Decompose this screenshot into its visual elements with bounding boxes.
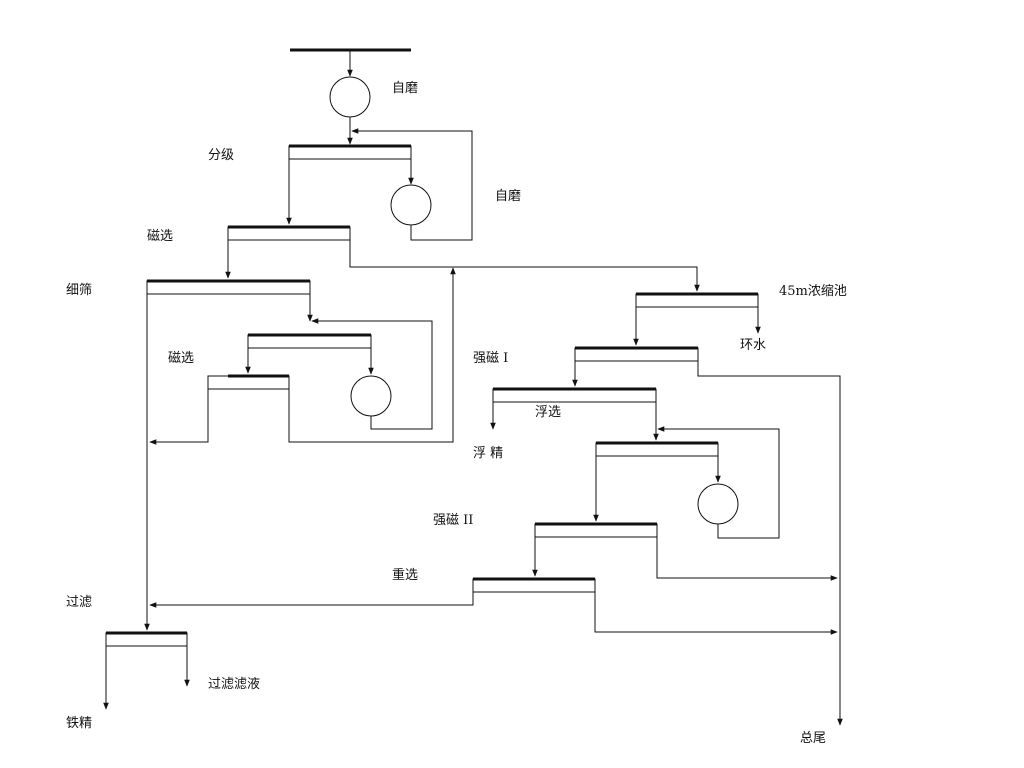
thickener-unit xyxy=(635,292,759,308)
gravity-unit xyxy=(472,577,596,593)
mill-4-recycle-line xyxy=(657,426,780,539)
label-flotation: 浮选 xyxy=(535,405,561,420)
classifier-3-unit xyxy=(595,441,719,457)
flotation-unit xyxy=(492,387,657,403)
mag-separator-1-unit xyxy=(227,225,351,241)
fine-screen-unit xyxy=(146,279,311,295)
label-total-tail: 总尾 xyxy=(800,731,826,746)
mill-4-icon xyxy=(697,483,739,525)
classifier-2-unit xyxy=(247,333,372,349)
label-fine-screen: 细筛 xyxy=(66,283,92,298)
gravity-conc-to-filter-line xyxy=(149,592,474,608)
mill-2-icon xyxy=(390,184,432,226)
label-circ-water: 环水 xyxy=(740,338,766,353)
label-float-conc: 浮 精 xyxy=(473,446,503,461)
strong-mag-1-unit xyxy=(574,346,699,362)
label-filtrate: 过滤滤液 xyxy=(208,677,260,692)
mill-3-icon xyxy=(350,375,392,417)
label-filter: 过滤 xyxy=(66,595,92,610)
label-grind-2: 自磨 xyxy=(495,189,521,204)
mill-1-icon xyxy=(329,76,371,118)
strong-mag-2-unit xyxy=(534,522,658,538)
gravity-tail-line xyxy=(594,592,838,635)
filter-unit xyxy=(105,631,188,647)
mill-3-recycle-line xyxy=(311,318,433,430)
mag-1-tail-to-thickener-line xyxy=(349,240,700,292)
mag-2-tail-to-thickener-line xyxy=(288,267,456,443)
strong-mag-2-tail-line xyxy=(656,537,838,581)
label-mag-1: 磁选 xyxy=(147,229,173,244)
mill-2-recycle-line xyxy=(351,128,473,241)
label-grind-1: 自磨 xyxy=(392,81,418,96)
classifier-unit xyxy=(288,144,412,160)
label-thickener: 45m浓缩池 xyxy=(779,283,847,299)
label-gravity: 重选 xyxy=(392,567,418,583)
label-iron-conc: 铁精 xyxy=(66,716,92,731)
mag-separator-2-unit xyxy=(207,374,290,390)
label-strong-mag-1: 强磁 I xyxy=(473,351,508,366)
label-strong-mag-2: 强磁 II xyxy=(433,513,473,528)
strong-mag-1-tail-to-total-tail-line xyxy=(697,361,843,726)
label-classify: 分级 xyxy=(208,148,234,163)
mag-2-conc-to-filter-line xyxy=(149,389,209,445)
label-mag-2: 磁选 xyxy=(168,351,194,366)
